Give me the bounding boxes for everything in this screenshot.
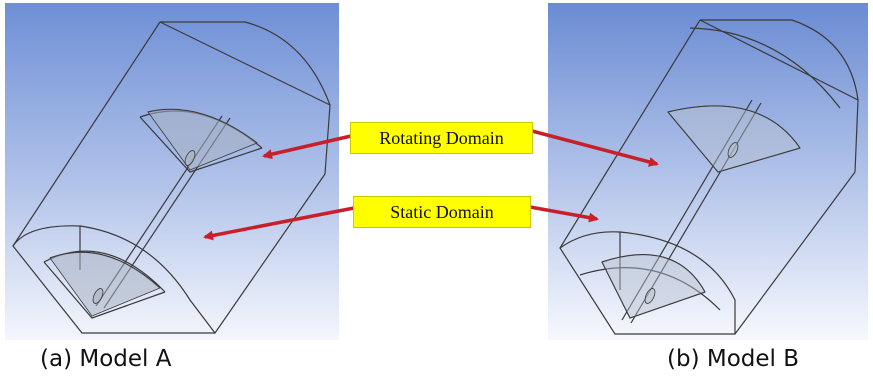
panel-b-background — [548, 3, 868, 340]
caption-model-b: (b) Model B — [667, 346, 800, 372]
panel-a-background — [5, 3, 339, 340]
caption-model-a: (a) Model A — [40, 346, 172, 372]
arrow-static-to-a — [203, 206, 355, 241]
arrows — [203, 129, 659, 241]
arrow-static-to-b — [529, 205, 599, 223]
arrow-rotating-to-b — [531, 129, 659, 167]
rotating-domain-label: Rotating Domain — [350, 122, 533, 154]
panel-model-b — [548, 3, 868, 340]
panel-model-a — [5, 3, 339, 340]
model-a-blades — [49, 109, 258, 317]
arrow-rotating-to-a — [262, 134, 352, 160]
static-domain-label: Static Domain — [353, 196, 531, 228]
model-b-blades — [601, 105, 801, 319]
